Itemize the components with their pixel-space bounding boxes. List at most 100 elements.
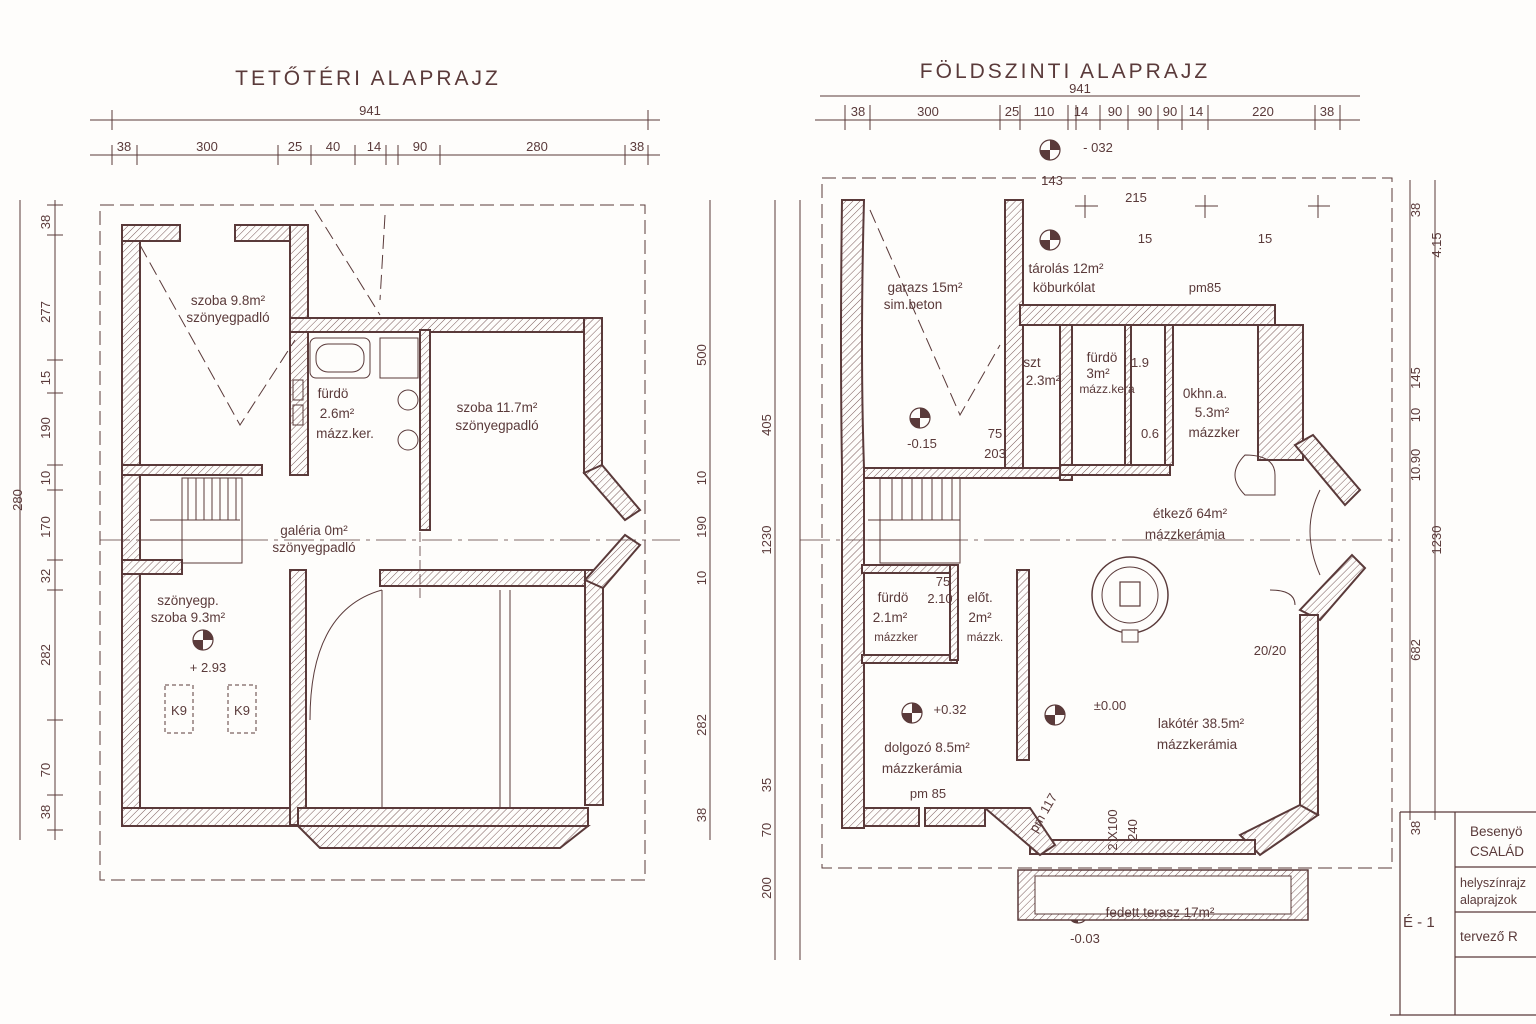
attic-bath-fixtures bbox=[292, 337, 419, 451]
ground-dim-label: 240 bbox=[1125, 819, 1140, 841]
ground-top-dim-ticks bbox=[844, 105, 1341, 130]
ground-room-name: dolgozó 8.5m² bbox=[884, 740, 970, 755]
ground-level-marker-icon bbox=[909, 407, 931, 429]
attic-left-dim: 277 bbox=[38, 301, 53, 323]
attic-room-floor: szönyegpadló bbox=[272, 540, 355, 555]
ground-dim-label: pm 85 bbox=[910, 786, 946, 801]
attic-room-floor: szönyegpadló bbox=[455, 418, 538, 433]
ground-room-name: fürdö bbox=[878, 590, 909, 605]
ground-right-dim: 682 bbox=[1408, 639, 1423, 661]
terrace-floor bbox=[1034, 875, 1292, 915]
ground-top-dim: 90 bbox=[1138, 104, 1152, 119]
attic-stairs bbox=[140, 477, 243, 564]
ground-walls bbox=[840, 199, 1367, 857]
skylight-icon: K9 bbox=[227, 684, 257, 734]
ground-level-value: ±0.00 bbox=[1094, 698, 1126, 713]
ground-level-marker-icon bbox=[1039, 229, 1061, 251]
ground-stairs bbox=[868, 477, 961, 564]
ground-room-floor: mázzker bbox=[1188, 425, 1240, 440]
ground-room-name: fedett terasz 17m² bbox=[1106, 905, 1215, 920]
ground-dim-label: 2.10 bbox=[927, 591, 952, 606]
ground-top-dim: 90 bbox=[1108, 104, 1122, 119]
ground-top-dim: 90 bbox=[1163, 104, 1177, 119]
ground-right-dim: 1230 bbox=[1429, 526, 1444, 555]
attic-room-floor: mázz.ker. bbox=[316, 426, 374, 441]
ground-dim-label: 215 bbox=[1125, 190, 1147, 205]
ground-room-name: szt bbox=[1023, 355, 1041, 370]
svg-text:K9: K9 bbox=[171, 703, 187, 718]
ground-roof-slope bbox=[869, 209, 1001, 417]
ground-room-area: 5.3m² bbox=[1195, 405, 1230, 420]
attic-right-dim: 500 bbox=[694, 344, 709, 366]
attic-left-dim: 38 bbox=[38, 805, 53, 819]
attic-top-dim: 25 bbox=[288, 139, 302, 154]
ground-room-floor: mázz.kera bbox=[1079, 382, 1135, 396]
ground-top-dim: 220 bbox=[1252, 104, 1274, 119]
ground-level-value: -0.03 bbox=[1070, 931, 1100, 946]
attic-room-name: galéria 0m² bbox=[280, 523, 348, 538]
attic-plan-title: TETŐTÉRI ALAPRAJZ bbox=[235, 67, 501, 90]
svg-text:K9: K9 bbox=[234, 703, 250, 718]
ground-top-dim: 38 bbox=[851, 104, 865, 119]
attic-room-name: fürdö bbox=[318, 386, 349, 401]
ground-room-name: étkező 64m² bbox=[1153, 506, 1228, 521]
ground-column-icon bbox=[1075, 195, 1330, 218]
ground-dim-label: 75 bbox=[936, 574, 950, 589]
ground-dim-label: 203 bbox=[984, 446, 1006, 461]
ground-bay-window bbox=[1309, 489, 1321, 576]
ground-dim-label: 15 bbox=[1258, 231, 1272, 246]
ground-left-dim: 1230 bbox=[759, 526, 774, 555]
ground-level-marker-icon bbox=[1039, 139, 1061, 161]
ground-right-dim: 38 bbox=[1408, 203, 1423, 217]
attic-left-dim: 10 bbox=[38, 471, 53, 485]
attic-top-dim-ticks bbox=[111, 110, 649, 165]
attic-room-name: szoba 9.8m² bbox=[191, 293, 266, 308]
attic-top-dim: 40 bbox=[326, 139, 340, 154]
attic-right-dim: 10 bbox=[694, 471, 709, 485]
attic-left-dim: 190 bbox=[38, 417, 53, 439]
attic-right-dim: 190 bbox=[694, 516, 709, 538]
ground-dim-label: 70 bbox=[759, 823, 774, 837]
ground-room-floor: mázzkerámia bbox=[1157, 737, 1238, 752]
title-block-designer: tervező R bbox=[1460, 929, 1518, 944]
ground-level-value: +0.32 bbox=[934, 702, 967, 717]
attic-left-dim-ticks bbox=[47, 204, 63, 831]
ground-entry-level: - 032 bbox=[1083, 140, 1113, 155]
ground-dim-label: 35 bbox=[759, 778, 774, 792]
title-block-family: CSALÁD bbox=[1470, 844, 1524, 859]
attic-left-dim: 170 bbox=[38, 516, 53, 538]
ground-kitchen-counter bbox=[1234, 454, 1276, 496]
attic-top-dim: 300 bbox=[196, 139, 218, 154]
ground-level-marker-icon bbox=[1044, 704, 1066, 726]
attic-plan: TETŐTÉRI ALAPRAJZ 941 38 300 25 40 14 90… bbox=[10, 67, 711, 881]
attic-left-dim: 282 bbox=[38, 644, 53, 666]
attic-total-width: 941 bbox=[359, 103, 381, 118]
attic-right-dim: 10 bbox=[694, 571, 709, 585]
attic-roof-slope bbox=[139, 244, 296, 426]
attic-top-dim: 280 bbox=[526, 139, 548, 154]
attic-right-dim: 38 bbox=[694, 808, 709, 822]
attic-left-dim: 15 bbox=[38, 371, 53, 385]
ground-plan-title: FÖLDSZINTI ALAPRAJZ bbox=[920, 60, 1210, 83]
ground-top-dim: 110 bbox=[1034, 104, 1055, 119]
ground-right-dim: 145 bbox=[1408, 367, 1423, 389]
ground-room-floor: mázzk. bbox=[967, 632, 1003, 644]
title-block: Besenyö CSALÁD helyszínrajz alaprajzok É… bbox=[1390, 811, 1536, 1016]
attic-roof-outline bbox=[99, 204, 646, 881]
attic-room-area: szoba 9.3m² bbox=[151, 610, 226, 625]
attic-door-swing bbox=[309, 589, 383, 721]
ground-room-area: 3m² bbox=[1086, 366, 1110, 381]
ground-room-area: 2m² bbox=[968, 610, 992, 625]
ground-left-dim: 405 bbox=[759, 414, 774, 436]
title-block-sheet-number: É - 1 bbox=[1403, 914, 1435, 931]
ground-plan: FÖLDSZINTI ALAPRAJZ 941 38 300 25 110 14… bbox=[759, 60, 1444, 960]
ground-dim-label: 2 X100 bbox=[1105, 809, 1120, 850]
ground-right-dim: 38 bbox=[1408, 821, 1423, 835]
attic-left-total: 280 bbox=[10, 489, 25, 511]
attic-room-name: szönyegp. bbox=[157, 593, 219, 608]
attic-left-dim: 32 bbox=[38, 569, 53, 583]
ground-room-floor: köburkólat bbox=[1033, 280, 1096, 295]
ground-room-name: lakótér 38.5m² bbox=[1158, 716, 1245, 731]
ground-right-dim: 10.90 bbox=[1408, 449, 1423, 482]
